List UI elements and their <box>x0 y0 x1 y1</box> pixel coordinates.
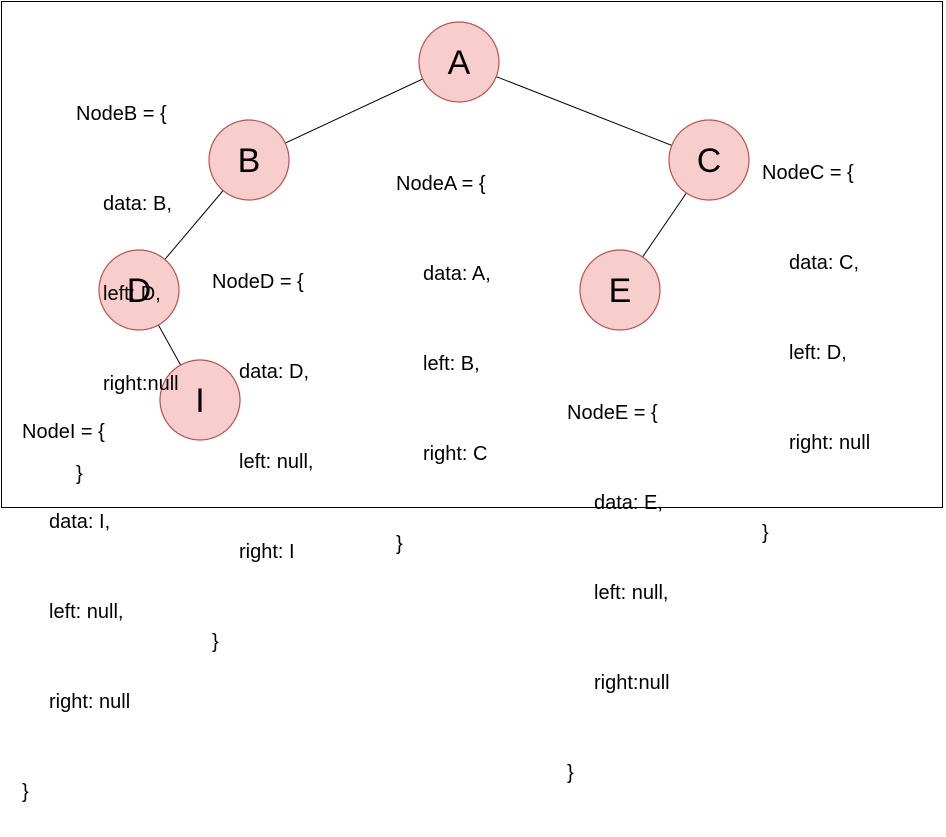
code-right: right: I <box>239 541 295 563</box>
code-left: left: null, <box>49 601 124 623</box>
code-left: left: D, <box>789 342 847 364</box>
node-e: E <box>579 249 661 331</box>
code-left: left: null, <box>594 582 669 604</box>
tree-nodes: A B C D E I <box>98 21 750 441</box>
code-close: } <box>396 533 403 555</box>
code-right: right: null <box>49 691 131 713</box>
code-close: } <box>762 522 769 544</box>
code-block-nodeb: NodeB = { data: B, left: D, right:null } <box>76 39 179 519</box>
code-right: right:null <box>103 373 179 395</box>
node-a: A <box>418 21 500 103</box>
code-close: } <box>212 631 219 653</box>
node-d: D <box>98 249 180 331</box>
code-left: left: null, <box>239 451 314 473</box>
code-block-nodea: NodeA = { data: A, left: B, right: C } <box>396 109 491 589</box>
node-b-label: B <box>238 142 261 180</box>
code-block-nodee: NodeE = { data: E, left: null, right:nul… <box>567 338 670 818</box>
node-i: I <box>159 359 241 441</box>
code-data: data: D, <box>239 361 310 383</box>
code-right: right:null <box>594 672 670 694</box>
node-b: B <box>208 119 290 201</box>
code-block-nodec: NodeC = { data: C, left: D, right: null … <box>762 98 870 578</box>
node-c-label: C <box>697 142 722 180</box>
code-close: } <box>22 781 29 803</box>
code-left: left: B, <box>423 353 480 375</box>
code-data: data: B, <box>103 193 172 215</box>
code-header: NodeE = { <box>567 402 658 424</box>
code-data: data: E, <box>594 492 663 514</box>
code-data: data: I, <box>49 511 111 533</box>
code-header: NodeC = { <box>762 162 854 184</box>
code-block-noded: NodeD = { data: D, left: null, right: I … <box>212 207 313 687</box>
code-block-nodei: NodeI = { data: I, left: null, right: nu… <box>22 357 130 837</box>
edge-a-c <box>458 61 710 161</box>
code-right: right: null <box>789 432 871 454</box>
code-close: } <box>76 463 83 485</box>
code-left: left: D, <box>103 283 161 305</box>
code-header: NodeI = { <box>22 421 105 443</box>
code-right: right: C <box>423 443 488 465</box>
code-header: NodeD = { <box>212 271 304 293</box>
node-i-label: I <box>195 382 204 420</box>
node-e-label: E <box>609 272 632 310</box>
code-header: NodeA = { <box>396 173 486 195</box>
code-header: NodeB = { <box>76 103 167 125</box>
code-data: data: C, <box>789 252 860 274</box>
code-close: } <box>567 762 574 784</box>
node-d-label: D <box>127 272 152 310</box>
node-a-label: A <box>448 44 471 82</box>
node-c: C <box>668 119 750 201</box>
code-data: data: A, <box>423 263 491 285</box>
tree-diagram: A B C D E I <box>98 21 750 441</box>
